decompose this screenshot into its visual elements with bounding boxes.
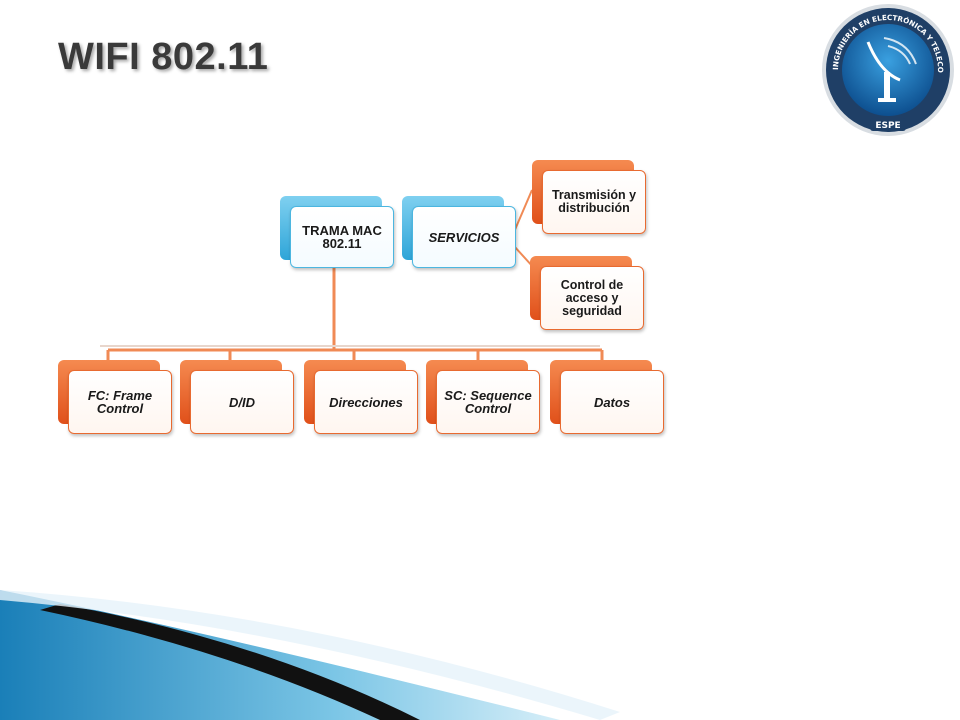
node-servicios-label: SERVICIOS	[412, 206, 516, 268]
node-trama-mac: TRAMA MAC 802.11	[280, 196, 394, 268]
node-control-acceso-label: Control de acceso y seguridad	[540, 266, 644, 330]
node-field-did: D/ID	[180, 360, 294, 436]
node-field-fc-label: FC: Frame Control	[68, 370, 172, 434]
antenna-logo-icon	[866, 37, 917, 102]
decorative-swoosh	[0, 590, 620, 720]
node-transmision-label: Transmisión y distribución	[542, 170, 646, 234]
node-trama-mac-label: TRAMA MAC 802.11	[290, 206, 394, 268]
node-field-direcciones: Direcciones	[304, 360, 418, 436]
node-field-datos-label: Datos	[560, 370, 664, 434]
node-field-sc-label: SC: Sequence Control	[436, 370, 540, 434]
slide-title: WIFI 802.11	[58, 36, 269, 78]
node-transmision: Transmisión y distribución	[532, 160, 646, 236]
node-field-sc: SC: Sequence Control	[426, 360, 540, 436]
node-field-datos: Datos	[550, 360, 664, 436]
node-control-acceso: Control de acceso y seguridad	[530, 256, 644, 332]
logo-badge-text: ESPE	[875, 121, 900, 131]
espe-logo: INGENIERÍA EN ELECTRÓNICA Y TELECOMUNICA…	[820, 2, 954, 136]
node-field-did-label: D/ID	[190, 370, 294, 434]
node-servicios: SERVICIOS	[402, 196, 516, 268]
node-field-direcciones-label: Direcciones	[314, 370, 418, 434]
node-field-fc: FC: Frame Control	[58, 360, 172, 436]
